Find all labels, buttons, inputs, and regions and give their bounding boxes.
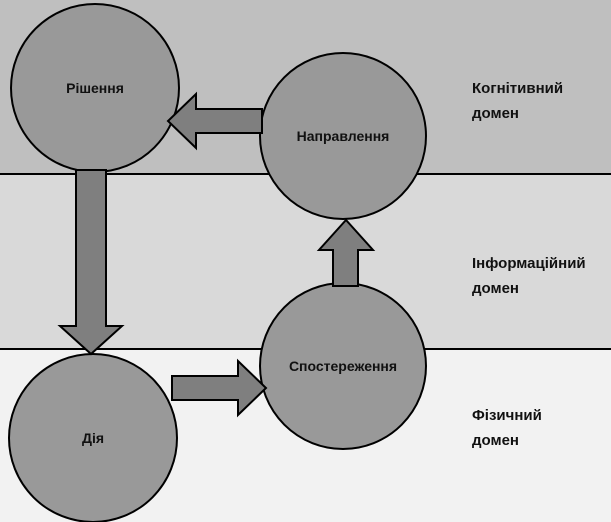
domain-label-information-line1: Інформаційний (472, 255, 586, 272)
node-action-label: Дія (81, 430, 105, 446)
node-direction-label: Направлення (296, 128, 390, 144)
domain-label-physical: Фізичний домен (472, 403, 607, 453)
arrow-action-to-observation (171, 358, 268, 418)
arrow-observation-to-direction (316, 218, 376, 287)
domain-label-physical-line2: домен (472, 432, 519, 449)
node-direction-circle (259, 52, 427, 220)
domain-label-cognitive-line1: Когнітивний (472, 80, 564, 97)
node-observation-label: Спостереження (288, 358, 398, 374)
domain-label-cognitive: Когнітивний домен (472, 76, 607, 126)
domain-label-cognitive-line2: домен (472, 105, 519, 122)
domain-label-information: Інформаційний домен (472, 251, 607, 301)
domain-label-physical-line1: Фізичний (472, 407, 542, 424)
domain-label-information-line2: домен (472, 280, 519, 297)
node-decision-label: Рішення (66, 80, 124, 96)
arrow-decision-to-action (57, 169, 125, 356)
node-action-circle (8, 353, 178, 522)
arrow-direction-to-decision (166, 91, 263, 151)
